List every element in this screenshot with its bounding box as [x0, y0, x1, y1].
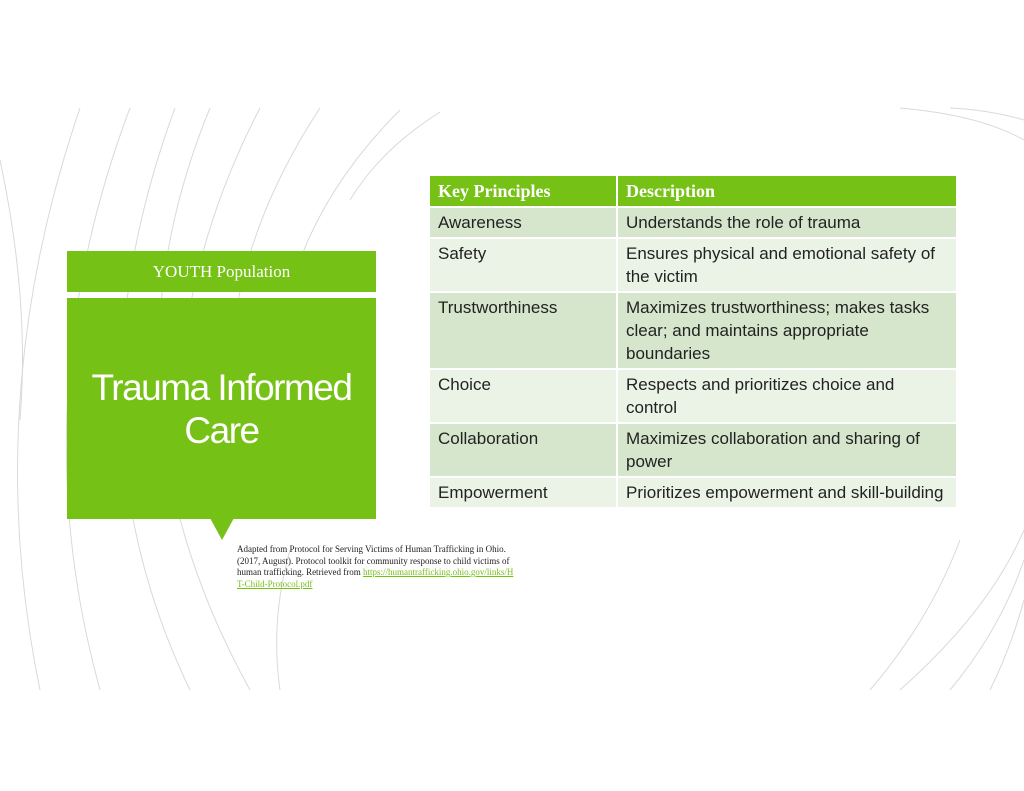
principle-cell: Empowerment	[430, 477, 618, 509]
subtitle-banner: YOUTH Population	[67, 251, 376, 292]
citation-note: Adapted from Protocol for Serving Victim…	[237, 544, 517, 590]
description-cell: Understands the role of trauma	[617, 207, 958, 239]
subtitle-text: YOUTH Population	[152, 261, 291, 281]
table-header-row: Key Principles Description	[430, 176, 958, 208]
table-row: Choice Respects and prioritizes choice a…	[430, 369, 958, 424]
principle-cell: Awareness	[430, 207, 618, 239]
description-cell: Maximizes trustworthiness; makes tasks c…	[617, 292, 958, 370]
title-pointer-triangle	[210, 518, 234, 540]
title-panel: Trauma Informed Care	[67, 298, 376, 519]
description-cell: Respects and prioritizes choice and cont…	[617, 369, 958, 424]
citation-text: Adapted from Protocol for Serving Victim…	[237, 544, 510, 577]
header-description: Description	[617, 176, 958, 208]
description-cell: Prioritizes empowerment and skill-buildi…	[617, 477, 958, 509]
table-row: Safety Ensures physical and emotional sa…	[430, 238, 958, 293]
principles-table: Key Principles Description Awareness Und…	[430, 176, 958, 509]
principle-cell: Trustworthiness	[430, 292, 618, 370]
table-row: Collaboration Maximizes collaboration an…	[430, 423, 958, 478]
principle-cell: Safety	[430, 238, 618, 293]
description-cell: Ensures physical and emotional safety of…	[617, 238, 958, 293]
header-key-principles: Key Principles	[430, 176, 618, 208]
slide-title: Trauma Informed Care	[91, 366, 353, 451]
description-cell: Maximizes collaboration and sharing of p…	[617, 423, 958, 478]
table-row: Trustworthiness Maximizes trustworthines…	[430, 292, 958, 370]
citation-link[interactable]: https://humantrafficking.ohio.gov/links/…	[237, 567, 514, 589]
principle-cell: Collaboration	[430, 423, 618, 478]
table-row: Awareness Understands the role of trauma	[430, 207, 958, 239]
table-row: Empowerment Prioritizes empowerment and …	[430, 477, 958, 509]
principle-cell: Choice	[430, 369, 618, 424]
